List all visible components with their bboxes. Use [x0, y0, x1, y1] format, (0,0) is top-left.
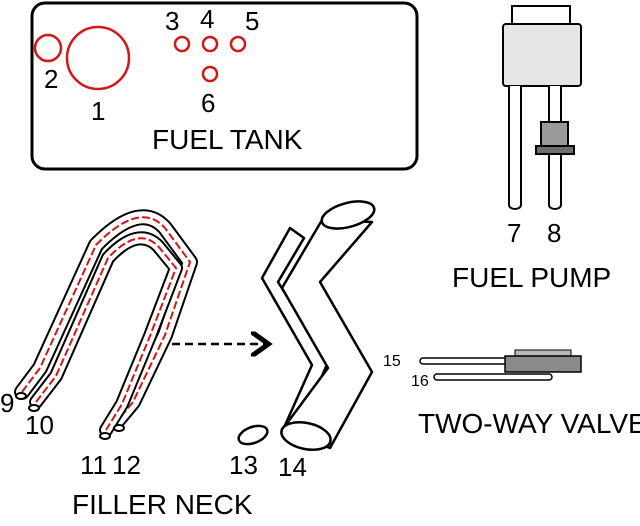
label-3: 3	[165, 6, 179, 36]
fuel-tank: 2 1 3 4 5 6 FUEL TANK	[30, 1, 419, 171]
pipe-14-bottom-opening	[280, 421, 332, 451]
pump-fitting	[540, 121, 569, 147]
tank-port-1	[65, 25, 131, 91]
caption-fuel-tank: FUEL TANK	[152, 124, 303, 155]
filler-end-11	[99, 432, 111, 440]
fuel-pump: 7 8 FUEL PUMP	[452, 5, 611, 293]
label-5: 5	[245, 6, 259, 36]
pipe-13-bottom-opening	[237, 424, 269, 446]
label-1: 1	[91, 96, 105, 126]
two-way-valve: 15 16 TWO-WAY VALVE	[383, 349, 640, 439]
tank-port-4	[201, 35, 219, 53]
tank-port-5	[229, 35, 247, 53]
tank-port-6	[201, 65, 219, 83]
label-10: 10	[25, 410, 54, 440]
filler-end-12	[113, 424, 125, 432]
valve-body	[504, 355, 582, 373]
label-13: 13	[229, 450, 258, 480]
tank-port-3	[173, 35, 191, 53]
label-11: 11	[80, 450, 107, 480]
label-12: 12	[112, 450, 141, 480]
tank-port-2	[33, 33, 63, 63]
label-16: 16	[411, 373, 429, 390]
pipe-14	[280, 218, 374, 450]
filler-end-9	[15, 392, 27, 400]
caption-two-way-valve: TWO-WAY VALVE	[418, 408, 640, 439]
pipe-14-top-opening	[320, 200, 376, 230]
fuel-tank-outline	[30, 1, 419, 171]
caption-filler-neck: FILLER NECK	[72, 489, 253, 520]
label-15: 15	[383, 353, 401, 370]
label-14: 14	[278, 452, 307, 482]
label-6: 6	[201, 88, 215, 118]
pump-fitting-collar	[535, 145, 575, 155]
valve-collar	[514, 349, 572, 357]
valve-tube-16	[433, 373, 553, 381]
filler-hose-outer-marking	[21, 216, 192, 421]
label-9: 9	[0, 388, 14, 418]
pump-tube-7	[508, 86, 522, 210]
caption-fuel-pump: FUEL PUMP	[452, 262, 611, 293]
label-8: 8	[547, 218, 561, 248]
filler-hose-inner-marking	[35, 237, 178, 431]
label-4: 4	[200, 4, 214, 34]
label-2: 2	[44, 64, 58, 94]
label-7: 7	[507, 218, 521, 248]
filler-end-10	[28, 404, 40, 412]
pump-body	[502, 23, 582, 87]
filler-neck: 9 10 11 12 FILLER NECK	[0, 209, 253, 520]
filler-pipes: 13 14	[229, 200, 376, 482]
